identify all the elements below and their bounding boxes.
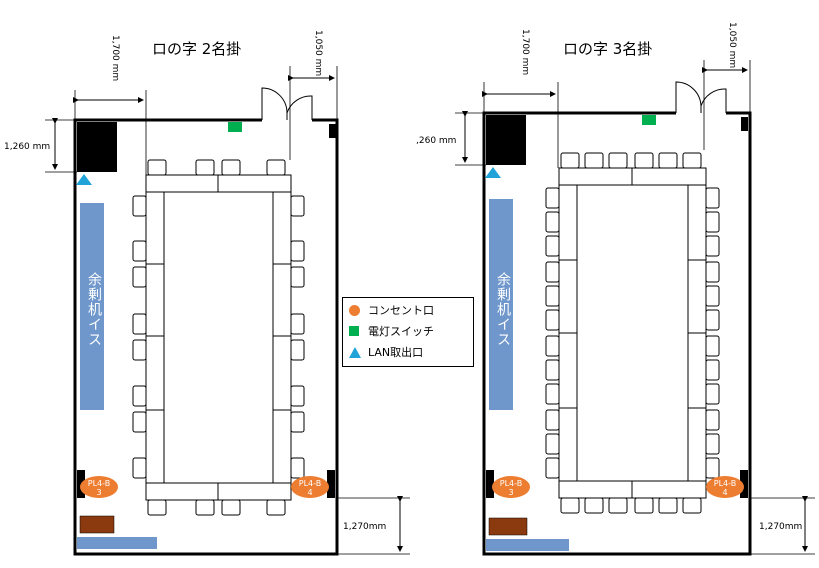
dim-bottom-left: 1,270mm <box>343 522 387 532</box>
outlet-label-right-room-3: PL4-B 3 <box>499 479 523 497</box>
legend-row-lan: LAN取出口 <box>349 343 423 361</box>
legend-row-switch: 電灯スイッチ <box>349 322 434 340</box>
legend-switch-label: 電灯スイッチ <box>368 325 434 338</box>
room-left <box>45 66 410 556</box>
dim-door-left: 1,050 mm <box>313 30 323 77</box>
light-switch-icon <box>349 326 359 336</box>
dim-left-right: ,260 mm <box>416 136 457 146</box>
legend-row-outlet: コンセント口 <box>349 301 434 319</box>
outlet-icon <box>349 304 360 316</box>
legend-outlet-label: コンセント口 <box>368 304 434 317</box>
outlet-label-right-room-4: PL4-B 4 <box>713 479 737 497</box>
spare-furniture-label-right: 余剰机イス <box>495 272 511 347</box>
dim-left-left: 1,260 mm <box>4 142 51 152</box>
layout-title-left: ロの字 2名掛 <box>152 40 242 58</box>
dim-door-right: 1,050 mm <box>727 22 737 69</box>
dim-top-left: 1,700 mm <box>110 35 120 82</box>
spare-furniture-label-left: 余剰机イス <box>86 272 102 347</box>
dim-bottom-right: 1,270mm <box>759 522 803 532</box>
lan-port-icon <box>349 346 361 358</box>
room-right <box>455 60 815 556</box>
dim-top-right: 1,700 mm <box>520 29 530 76</box>
outlet-label-left-room-4: PL4-B 4 <box>298 479 322 497</box>
layout-title-right: ロの字 3名掛 <box>563 40 653 58</box>
legend-lan-label: LAN取出口 <box>368 346 424 359</box>
legend: コンセント口 電灯スイッチ LAN取出口 <box>342 297 474 367</box>
outlet-label-left-room-3: PL4-B 3 <box>87 479 111 497</box>
